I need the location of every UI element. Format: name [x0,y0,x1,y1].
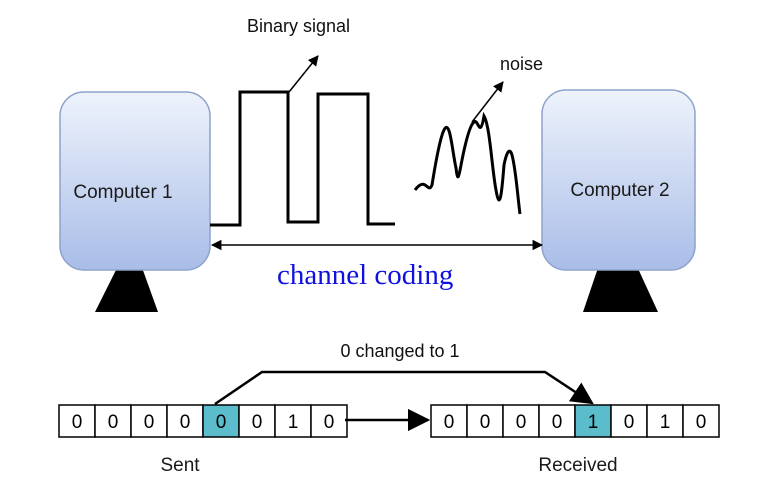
received-bit-value: 0 [696,412,707,433]
sent-bit-cell [238,404,276,438]
computer-2-box [541,89,696,271]
noise-label: noise [500,54,543,74]
sent-bit-cell [130,404,168,438]
changed-bit-arrow [214,370,594,406]
computer-1-stand [95,262,158,312]
noise-waveform [413,111,522,215]
binary-signal-label: Binary signal [247,16,350,36]
binary-signal-waveform [210,90,395,227]
received-bit-cell [682,404,720,438]
sent-bit-cell [202,404,240,438]
sent-bit-string: 0 0 0 0 0 0 1 0 [58,404,348,438]
received-bit-value: 0 [444,412,455,433]
received-bit-value: 1 [660,412,671,433]
computer-2-stand [583,262,658,312]
received-bit-cell [502,404,540,438]
received-bit-cell [574,404,612,438]
received-bit-value: 0 [624,412,635,433]
binary-signal-pointer [288,55,319,93]
sent-bit-value: 1 [288,412,299,433]
noise-pointer [471,81,504,123]
received-bit-cell [610,404,648,438]
computer-1-box [59,91,211,271]
sent-bit-cell [166,404,204,438]
computer-1: Computer 1 [59,91,211,312]
received-bit-value: 0 [480,412,491,433]
changed-bit-label: 0 changed to 1 [340,341,459,361]
sent-bit-value: 0 [108,412,119,433]
received-bit-value: 1 [588,412,599,433]
sent-label: Sent [160,455,200,476]
sent-bit-value: 0 [72,412,83,433]
sent-bit-value: 0 [324,412,335,433]
computer-2: Computer 2 [541,89,696,312]
channel-coding-label: channel coding [277,259,453,291]
received-label: Received [538,455,617,476]
sent-bit-value: 0 [180,412,191,433]
sent-bit-cell [58,404,96,438]
sent-bit-value: 0 [144,412,155,433]
computer-1-label: Computer 1 [73,182,172,203]
sent-bit-value: 0 [216,412,227,433]
computer-2-label: Computer 2 [570,180,669,201]
received-bit-value: 0 [552,412,563,433]
received-bit-string: 0 0 0 0 1 0 1 0 [430,404,720,438]
sent-bit-value: 0 [252,412,263,433]
received-bit-value: 0 [516,412,527,433]
